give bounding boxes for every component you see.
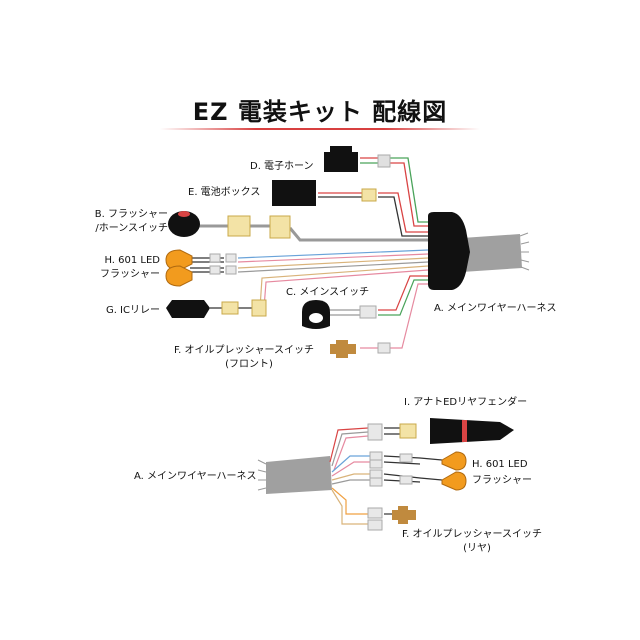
label-oil-rear-1: F. オイルプレッシャースイッチ xyxy=(402,529,543,540)
wires-flasher-bottom xyxy=(331,455,443,485)
horn-icon xyxy=(324,152,358,172)
main-harness-connector-top xyxy=(428,212,470,290)
main-switch-key xyxy=(309,313,323,323)
flasher-top-connectors xyxy=(209,253,237,275)
rear-fender-connector-1 xyxy=(367,423,383,441)
flasher-bottom-connectors xyxy=(369,451,413,487)
wires-oil-front xyxy=(360,283,428,349)
oil-switch-front-connector xyxy=(377,342,391,354)
switch-connector-2 xyxy=(269,215,291,239)
switch-connector-1 xyxy=(227,215,251,237)
label-main-harness-top: A. メインワイヤーハーネス xyxy=(434,303,557,314)
main-harness-top xyxy=(462,234,522,272)
horn-terminal xyxy=(330,146,352,154)
oil-switch-front-nut xyxy=(336,340,348,358)
wires-horn xyxy=(360,157,428,227)
ic-relay-connector-2 xyxy=(251,299,267,317)
label-horn: D. 電子ホーン xyxy=(250,161,314,172)
wires-ic-relay xyxy=(210,265,429,309)
label-oil-front-1: F. オイルプレッシャースイッチ xyxy=(174,345,315,356)
battery-box-icon xyxy=(272,180,316,206)
flasher-bottom-1-icon xyxy=(441,451,467,471)
main-harness-bottom xyxy=(266,456,332,494)
label-oil-rear-2: (リヤ) xyxy=(463,543,491,554)
wires-rear-fender xyxy=(329,427,400,471)
oil-switch-rear-connector-2 xyxy=(367,519,383,531)
main-switch-connector xyxy=(359,305,377,319)
label-flasher-top-1: H. 601 LED xyxy=(104,255,160,266)
label-switch-1: B. フラッシャー xyxy=(94,209,168,220)
oil-switch-rear-connector xyxy=(367,507,383,519)
harness-end-wires-top xyxy=(519,232,530,271)
label-main-harness-bottom: A. メインワイヤーハーネス xyxy=(134,471,257,482)
label-battery-box: E. 電池ボックス xyxy=(188,187,261,198)
horn-connector xyxy=(377,154,391,168)
label-flasher-top-2: フラッシャー xyxy=(100,269,160,280)
harness-end-wires-bottom xyxy=(257,459,267,491)
diagram-title: EZ 電装キット 配線図 xyxy=(192,98,448,126)
handlebar-switch-icon xyxy=(168,211,200,237)
label-oil-front-2: (フロント) xyxy=(225,359,273,370)
ic-relay-icon xyxy=(166,300,210,318)
ic-relay-connector-1 xyxy=(221,301,239,315)
switch-button-red xyxy=(178,211,190,217)
wires-battery xyxy=(318,192,428,237)
label-rear-fender: I. アナトEDリヤフェンダー xyxy=(404,397,528,408)
battery-connector xyxy=(361,188,377,202)
oil-switch-rear-nut xyxy=(398,506,408,524)
rear-fender-led-icon xyxy=(430,418,514,444)
label-main-switch: C. メインスイッチ xyxy=(286,287,370,298)
wires-oil-rear xyxy=(331,487,392,525)
label-switch-2: /ホーンスイッチ xyxy=(95,223,168,234)
title-underline xyxy=(160,128,480,130)
wires-main-switch xyxy=(328,275,428,316)
label-flasher-bottom-2: フラッシャー xyxy=(472,475,532,486)
label-flasher-bottom-1: H. 601 LED xyxy=(472,459,528,470)
rear-fender-led-lamp xyxy=(462,420,467,442)
switch-cable xyxy=(288,227,428,242)
rear-fender-connector-2 xyxy=(399,423,417,439)
label-ic-relay: G. ICリレー xyxy=(105,305,160,316)
flasher-top-2-icon xyxy=(165,265,193,287)
flasher-bottom-2-icon xyxy=(441,471,467,491)
flasher-top-1-icon xyxy=(165,249,193,271)
